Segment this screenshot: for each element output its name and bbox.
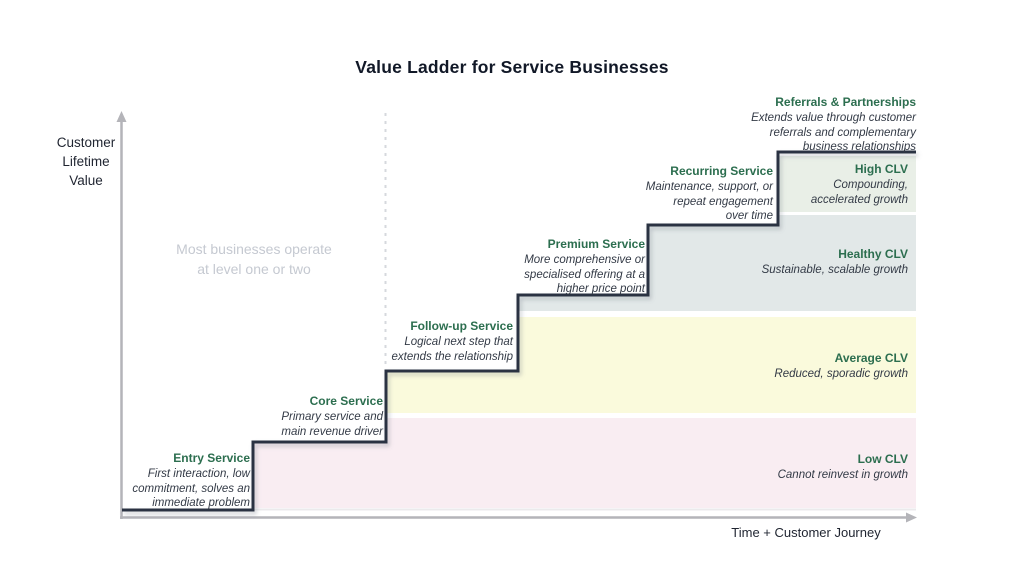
step-title: Entry Service <box>173 451 250 465</box>
band-label-average-clv: Average CLV Reduced, sporadic growth <box>774 351 908 382</box>
x-axis-arrow-icon <box>906 512 917 523</box>
step-description: Extends value through customer referrals… <box>751 112 916 153</box>
band-label-healthy-clv: Healthy CLV Sustainable, scalable growth <box>762 247 908 278</box>
staircase-line <box>122 150 916 512</box>
step-title: Follow-up Service <box>410 319 513 333</box>
step-entry-service: Entry Service First interaction, low com… <box>132 451 250 511</box>
step-title: Recurring Service <box>670 164 773 178</box>
step-description: First interaction, low commitment, solve… <box>132 468 250 509</box>
step-description: Maintenance, support, or repeat engageme… <box>645 181 773 222</box>
step-title: Referrals & Partnerships <box>775 95 916 109</box>
x-axis-label: Time + Customer Journey <box>731 525 881 540</box>
band-label-high-clv: High CLV Compounding, accelerated growth <box>811 162 908 207</box>
step-title: Premium Service <box>547 237 645 251</box>
band-description: Sustainable, scalable growth <box>761 264 908 276</box>
band-title: Low CLV <box>857 452 908 466</box>
band-high-clv-area <box>778 156 916 212</box>
band-title: Average CLV <box>834 351 908 365</box>
step-premium-service: Premium Service More comprehensive or sp… <box>524 237 645 297</box>
step-follow-up-service: Follow-up Service Logical next step that… <box>392 319 513 364</box>
watermark-note: Most businesses operate at level one or … <box>176 241 332 277</box>
step-description: More comprehensive or specialised offeri… <box>524 254 645 295</box>
band-description: Reduced, sporadic growth <box>774 368 908 380</box>
step-core-service: Core Service Primary service and main re… <box>281 394 383 439</box>
step-referrals-partnerships: Referrals & Partnerships Extends value t… <box>751 95 916 155</box>
page-title: Value Ladder for Service Businesses <box>355 57 669 77</box>
y-axis-label: Customer Lifetime Value <box>56 135 116 188</box>
y-axis-arrow-icon <box>116 111 127 122</box>
band-label-low-clv: Low CLV Cannot reinvest in growth <box>778 452 908 483</box>
step-description: Primary service and main revenue driver <box>281 411 383 438</box>
band-title: High CLV <box>854 162 908 176</box>
staircase-upper-mask <box>122 85 916 510</box>
band-description: Cannot reinvest in growth <box>777 469 908 481</box>
band-title: Healthy CLV <box>838 247 908 261</box>
step-description: Logical next step that extends the relat… <box>391 336 513 363</box>
band-description: Compounding, accelerated growth <box>810 179 908 206</box>
step-recurring-service: Recurring Service Maintenance, support, … <box>646 164 773 224</box>
step-title: Core Service <box>309 394 383 408</box>
